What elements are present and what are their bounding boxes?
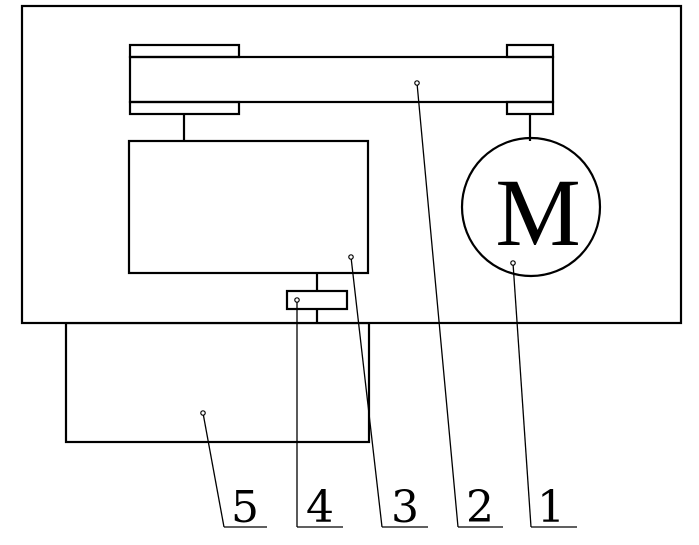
- housing-frame: [20, 4, 683, 325]
- gearbox: [127, 139, 370, 275]
- leader-dot-4: [294, 297, 300, 303]
- callout-label-1: 1: [537, 482, 565, 533]
- callout-label-5: 5: [231, 482, 259, 533]
- callout-label-4: 4: [306, 482, 334, 533]
- motor-circle: [460, 136, 602, 278]
- leader-line-2: [416, 82, 459, 528]
- motor-symbol: M: [495, 159, 580, 266]
- leader-dot-5: [200, 410, 206, 416]
- leader-dot-2: [414, 80, 420, 86]
- coupling: [285, 289, 349, 311]
- leader-line-3: [350, 256, 383, 528]
- base-box: [64, 321, 371, 444]
- leader-dot-3: [348, 254, 354, 260]
- belt: [128, 55, 555, 104]
- leader-dot-1: [510, 260, 516, 266]
- leader-line-5: [202, 412, 225, 528]
- callout-label-2: 2: [466, 482, 494, 533]
- leader-line-1: [512, 262, 532, 528]
- callout-label-3: 3: [391, 482, 419, 533]
